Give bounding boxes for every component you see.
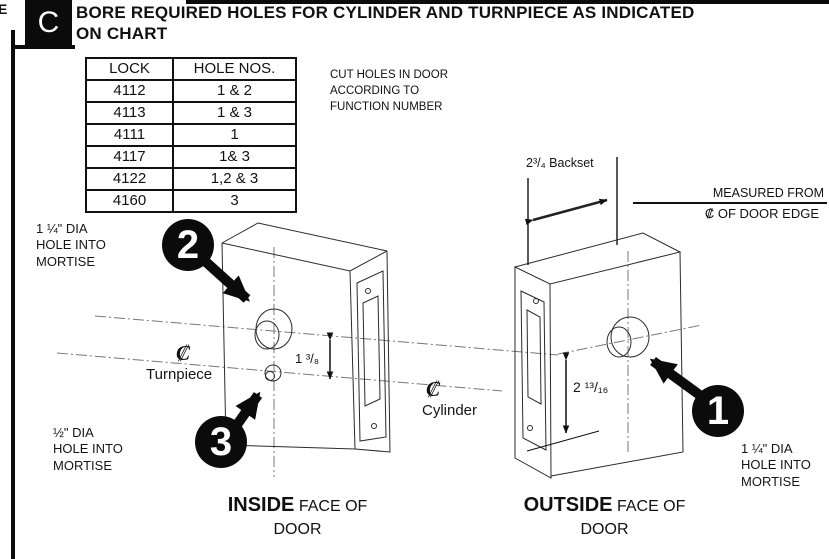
step-letter-badge: C: [25, 0, 72, 46]
mortise-plate-outside: [521, 291, 546, 450]
hole-1-size-label: 1 ¼" DIA HOLE INTO MORTISE: [741, 441, 811, 489]
left-border-rule: [11, 30, 15, 559]
step-letter: C: [37, 6, 60, 39]
cylinder-hole-1: [611, 317, 649, 357]
lock-number-cell: 4160: [85, 189, 174, 213]
lock-number-cell: 4112: [85, 79, 174, 103]
inside-door-drawing: [222, 223, 390, 452]
hole-nos-cell: 1 & 3: [172, 101, 297, 125]
hole-2-badge: 2: [162, 219, 214, 271]
hole-nos-cell: 1 & 2: [172, 79, 297, 103]
badge-2-number: 2: [176, 223, 200, 267]
col-header-lock: LOCK: [85, 57, 174, 81]
badge-1-number: 1: [706, 389, 730, 433]
outside-face-caption: OUTSIDE FACE OF DOOR: [477, 492, 732, 541]
top-border-rule: [186, 0, 829, 4]
page-edge-letter: E: [0, 1, 8, 17]
hole-nos-cell: 1& 3: [172, 145, 297, 169]
mortise-plate-inside: [357, 271, 386, 441]
dim-between-holes-label: 1 ³/₈: [295, 351, 320, 366]
arrow-to-hole-2: [206, 262, 247, 299]
hole-nos-cell: 3: [172, 189, 297, 213]
lock-number-cell: 4122: [85, 167, 174, 191]
arrow-to-hole-1: [649, 361, 701, 396]
screw-hole: [366, 289, 371, 294]
dim-height-label: 2 ¹³/₁₆: [573, 379, 609, 395]
header-divider-rule: [11, 45, 75, 49]
inside-word: INSIDE: [227, 494, 295, 516]
measured-from-line1: MEASURED FROM: [633, 186, 827, 204]
centerline-symbol-turnpiece: ₡: [176, 340, 191, 365]
centerlines: [57, 247, 702, 477]
turnpiece-label: Turnpiece: [146, 366, 213, 383]
dimension-arrows: [326, 332, 599, 451]
lock-number-cell: 4113: [85, 101, 174, 125]
hole-2-size-label: 1 ¼" DIA HOLE INTO MORTISE: [36, 221, 106, 269]
col-header-hole-nos: HOLE NOS.: [172, 57, 297, 81]
page-title: BORE REQUIRED HOLES FOR CYLINDER AND TUR…: [76, 3, 695, 43]
centerline-symbol-cylinder: ₡: [426, 376, 441, 401]
turnpiece-hole-3: [265, 365, 281, 381]
backset-dimension: [524, 157, 617, 265]
outside-door-drawing: [515, 233, 683, 478]
inside-door-word: DOOR: [273, 521, 322, 538]
cylinder-label: Cylinder: [422, 402, 478, 419]
outside-word: OUTSIDE: [523, 494, 613, 516]
cylinder-centerline-left: [95, 316, 558, 355]
hole-3-size-label: ½" DIA HOLE INTO MORTISE: [53, 425, 123, 473]
badge-3-number: 3: [209, 420, 233, 464]
mortise-pocket-outside: [527, 310, 541, 404]
inside-face-caption: INSIDE FACE OF DOOR: [190, 492, 405, 541]
lock-number-cell: 4117: [85, 145, 174, 169]
hole-1-badge: 1: [692, 385, 744, 437]
lock-number-cell: 4111: [85, 123, 174, 147]
dim-reference-line: [527, 431, 599, 451]
measured-from-note: MEASURED FROM ₡ OF DOOR EDGE: [633, 186, 827, 221]
hole-nos-cell: 1,2 & 3: [172, 167, 297, 191]
turnpiece-centerline: [57, 353, 502, 391]
measured-from-line2: ₡ OF DOOR EDGE: [704, 206, 819, 221]
mortise-pocket-inside: [363, 296, 380, 406]
hole-nos-cell: 1: [172, 123, 297, 147]
screw-hole: [372, 424, 377, 429]
hole-3-badge: 3: [195, 416, 247, 468]
outside-door-word: DOOR: [580, 521, 629, 538]
table-header-row: LOCK HOLE NOS.: [85, 57, 297, 81]
cylinder-centerline-right: [558, 325, 702, 354]
cut-holes-note: CUT HOLES IN DOOR ACCORDING TO FUNCTION …: [330, 69, 448, 114]
outside-rest: FACE OF: [612, 498, 686, 515]
backset-arrow: [524, 198, 608, 226]
screw-hole: [534, 299, 539, 304]
screw-hole: [528, 426, 533, 431]
inside-rest: FACE OF: [294, 498, 368, 515]
backset-label: 2³/₄ Backset: [526, 156, 594, 170]
